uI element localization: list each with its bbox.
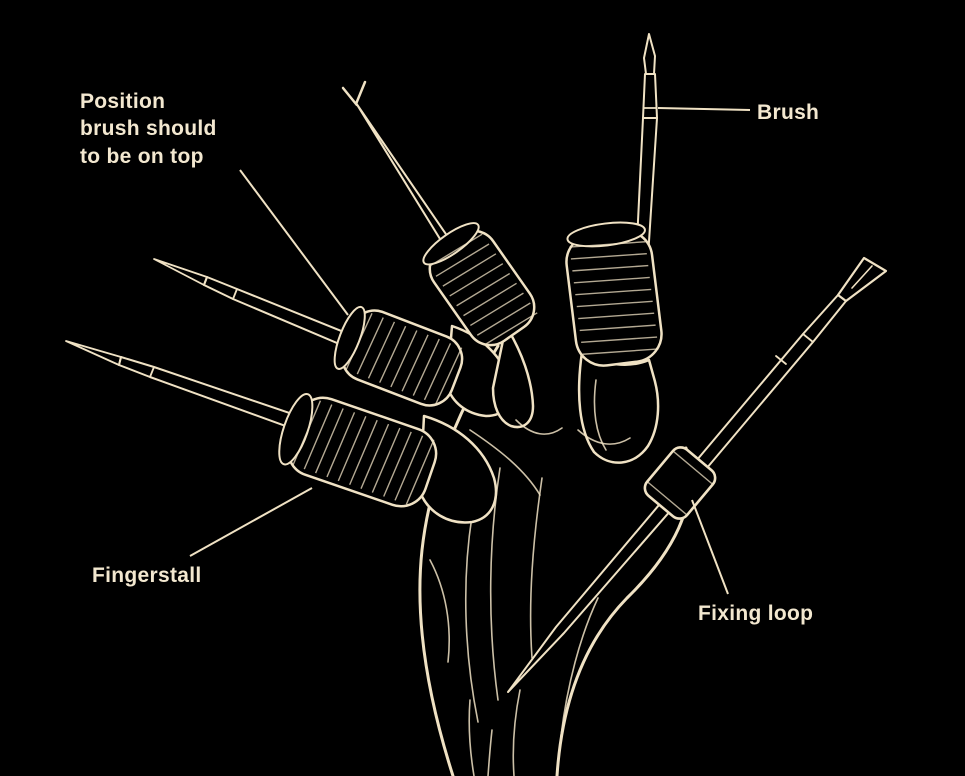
ferrule-crimp xyxy=(232,288,238,300)
brush-fork-end xyxy=(341,80,367,107)
finger-shading xyxy=(593,379,607,451)
fingers xyxy=(418,324,660,524)
fingerstall-sleeve-upper xyxy=(422,222,538,347)
brush-label: Brush xyxy=(757,101,820,124)
fingerstall-sleeve-middle xyxy=(333,305,464,407)
finger-knuckle-1 xyxy=(418,414,498,524)
hatching xyxy=(292,400,435,505)
wrist-line xyxy=(487,729,493,776)
ferrule-crimp xyxy=(802,333,814,343)
finger-knuckle-3 xyxy=(491,324,535,429)
ferrule-crimp xyxy=(149,366,155,378)
fingerstall-sleeve-lower xyxy=(278,393,438,508)
web-curve xyxy=(515,419,563,435)
ferrule xyxy=(642,73,658,119)
wrist-line xyxy=(468,699,475,776)
fingerstall-label: Fingerstall xyxy=(92,564,202,587)
ferrule-crimp xyxy=(118,356,122,366)
fingerstall-sleeve-index xyxy=(565,221,663,367)
flat-brush-tip xyxy=(836,256,888,303)
palm-shading xyxy=(469,429,541,496)
web-curve xyxy=(577,429,631,445)
loop-edge-line xyxy=(646,481,688,516)
hatching xyxy=(569,241,659,355)
leader-line-fingerstall xyxy=(189,487,313,557)
thumb-base-contour xyxy=(429,559,450,663)
leader-line-fixing-loop xyxy=(691,499,729,595)
hatching xyxy=(428,233,538,346)
bristle-tip xyxy=(153,258,208,286)
hatching xyxy=(345,312,463,405)
index-finger xyxy=(577,350,660,464)
ferrule-crimp xyxy=(203,276,208,286)
palm-shading xyxy=(529,477,543,659)
leader-line-position xyxy=(239,169,349,316)
loop-edge-line xyxy=(672,450,714,485)
bristle-tip xyxy=(643,33,656,75)
fixing-loop-band xyxy=(643,446,717,520)
fingerstall-open-end xyxy=(566,221,646,248)
position-note-label: Position brush should to be on top xyxy=(80,90,217,168)
bristle-tip xyxy=(65,340,122,366)
wrist-line xyxy=(512,689,521,776)
fingerstall-open-end xyxy=(422,222,480,266)
fixing-loop-body xyxy=(643,446,717,520)
brush-tip-edge xyxy=(851,265,873,289)
ferrule-crimp xyxy=(775,355,787,365)
palm-shading xyxy=(560,597,599,737)
palm-shading xyxy=(464,515,479,723)
leader-line-brush xyxy=(657,107,751,111)
fixing-loop-label: Fixing loop xyxy=(698,602,814,625)
leader-lines xyxy=(189,107,751,595)
fingerstall-body xyxy=(565,229,663,367)
